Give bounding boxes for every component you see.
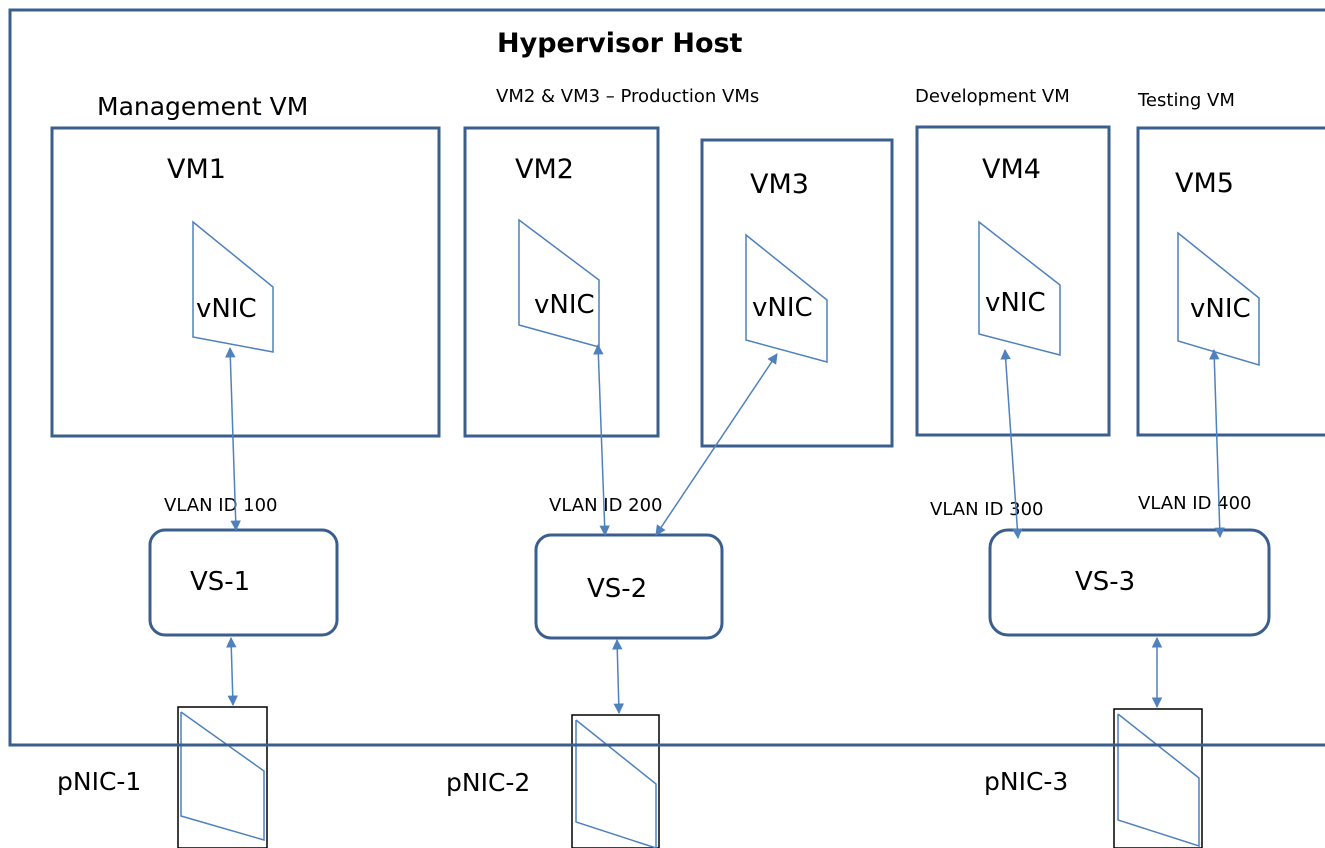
link-vm5-vs3 bbox=[1209, 348, 1225, 539]
group-label-management: Management VM bbox=[97, 92, 308, 121]
link-vs1-pnic1 bbox=[226, 636, 238, 707]
link-vm3-vs2 bbox=[655, 353, 778, 536]
pnic1-label: pNIC-1 bbox=[57, 767, 141, 796]
vlan-label-400: VLAN ID 400 bbox=[1138, 493, 1252, 514]
vm1-vnic-label: vNIC bbox=[196, 294, 257, 324]
vm3-box bbox=[700, 138, 894, 448]
group-label-development: Development VM bbox=[915, 86, 1070, 107]
vm1-box bbox=[50, 126, 441, 438]
pnic2-shape bbox=[575, 719, 657, 848]
pnic1-shape bbox=[180, 711, 265, 841]
vm3-vnic-label: vNIC bbox=[752, 293, 813, 323]
vs2-box bbox=[534, 533, 724, 640]
vm5-vnic-label: vNIC bbox=[1190, 294, 1251, 324]
pnic2-label: pNIC-2 bbox=[446, 768, 530, 797]
pnic3-label: pNIC-3 bbox=[984, 767, 1068, 796]
vm4-vnic-shape bbox=[978, 220, 1061, 356]
vs1-box bbox=[148, 528, 339, 637]
vs2-label: VS-2 bbox=[587, 574, 647, 604]
pnic2-rect bbox=[571, 714, 660, 848]
vs3-box bbox=[988, 528, 1271, 637]
vm2-box bbox=[463, 126, 660, 438]
vs1-label: VS-1 bbox=[190, 567, 250, 597]
pnic3-rect bbox=[1113, 708, 1203, 848]
vm2-label: VM2 bbox=[515, 154, 574, 185]
link-vm4-vs3 bbox=[1000, 348, 1023, 540]
vm4-label: VM4 bbox=[982, 154, 1041, 185]
vm5-label: VM5 bbox=[1175, 168, 1234, 199]
vlan-label-300: VLAN ID 300 bbox=[930, 499, 1044, 520]
vm4-vnic-label: vNIC bbox=[985, 288, 1046, 318]
pnic3-shape bbox=[1117, 713, 1200, 848]
link-vm2-vs2 bbox=[593, 343, 610, 537]
vm5-box bbox=[1136, 126, 1325, 437]
vm1-label: VM1 bbox=[167, 154, 226, 185]
group-label-testing: Testing VM bbox=[1137, 90, 1235, 111]
link-vm1-vs1 bbox=[225, 346, 241, 532]
link-vs2-pnic2 bbox=[612, 638, 624, 715]
pnic1-rect bbox=[177, 706, 268, 848]
vm2-vnic-shape bbox=[518, 218, 600, 348]
vm5-vnic-shape bbox=[1177, 231, 1260, 367]
vlan-label-100: VLAN ID 100 bbox=[164, 495, 278, 516]
vs3-label: VS-3 bbox=[1075, 567, 1135, 597]
vm3-vnic-shape bbox=[745, 233, 828, 363]
vm3-label: VM3 bbox=[750, 169, 809, 200]
host-title: Hypervisor Host bbox=[497, 28, 743, 59]
vm2-vnic-label: vNIC bbox=[534, 290, 595, 320]
group-label-production: VM2 & VM3 – Production VMs bbox=[496, 86, 759, 107]
vlan-label-200: VLAN ID 200 bbox=[549, 495, 663, 516]
vm1-vnic-shape bbox=[192, 220, 274, 353]
